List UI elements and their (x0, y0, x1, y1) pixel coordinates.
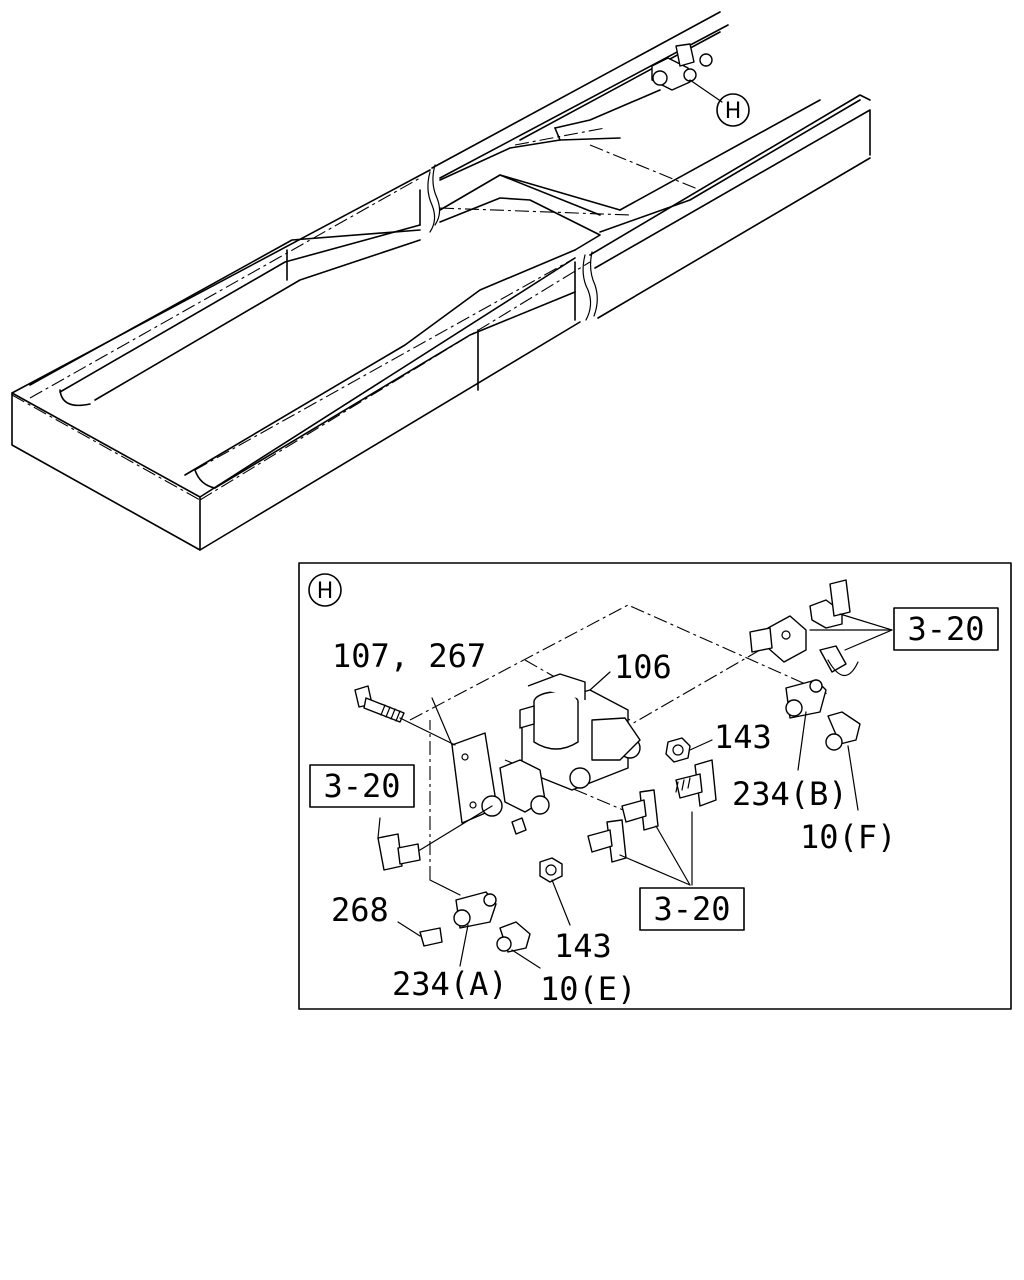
label-pin: 268 (331, 891, 389, 929)
nut-upper (665, 737, 713, 763)
reference-label-bottom: 3-20 (653, 890, 730, 928)
label-nut-upper: 143 (714, 718, 772, 756)
tee-fitting-b (785, 679, 827, 771)
label-nut-lower: 143 (554, 927, 612, 965)
detail-marker-callout[interactable]: H (716, 93, 750, 127)
reference-box-top-right[interactable]: 3-20 (893, 607, 999, 651)
label-bolt: 107, 267 (332, 637, 486, 675)
detail-panel-marker-letter: H (317, 579, 334, 604)
detail-panel: H (298, 562, 1012, 1010)
reference-label-top-right: 3-20 (907, 610, 984, 648)
detail-panel-marker: H (308, 573, 342, 607)
detail-marker-letter: H (725, 99, 742, 124)
label-tee-a: 234(A) (392, 965, 508, 1003)
elbow-fitting-f (825, 711, 861, 811)
tee-fitting-a (429, 879, 497, 967)
reference-box-left[interactable]: 3-20 (309, 764, 415, 808)
chassis-frame (11, 11, 871, 551)
reference-box-bottom[interactable]: 3-20 (639, 887, 745, 931)
nut-lower (539, 857, 571, 926)
reference-label-left: 3-20 (323, 767, 400, 805)
valve-location-on-frame (651, 43, 723, 103)
bolt (354, 685, 456, 746)
elbow-fitting-e (496, 921, 541, 969)
label-elbow-e: 10(E) (540, 970, 636, 1008)
elbow-fittings-middle (587, 789, 659, 863)
fitting-left (377, 805, 493, 871)
fittings-top-right (749, 579, 893, 677)
pin (397, 921, 443, 947)
elbow-fitting-right (675, 759, 717, 807)
label-valve: 106 (614, 648, 672, 686)
label-tee-b: 234(B) (732, 775, 848, 813)
label-elbow-f: 10(F) (800, 818, 896, 856)
relay-valve (481, 673, 641, 835)
